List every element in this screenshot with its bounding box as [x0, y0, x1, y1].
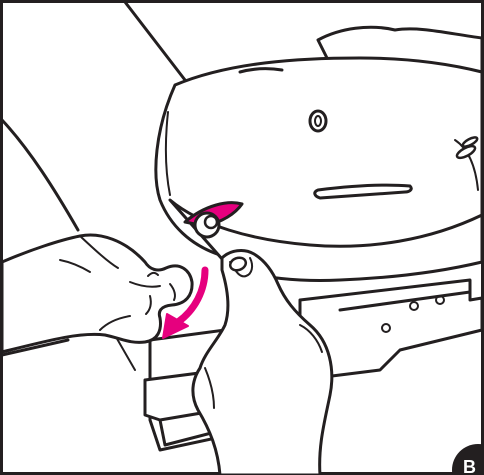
step-badge-label: B — [463, 457, 476, 475]
step-badge: B — [452, 444, 484, 475]
right-hand — [193, 251, 332, 475]
eyelet-hole — [310, 111, 326, 131]
